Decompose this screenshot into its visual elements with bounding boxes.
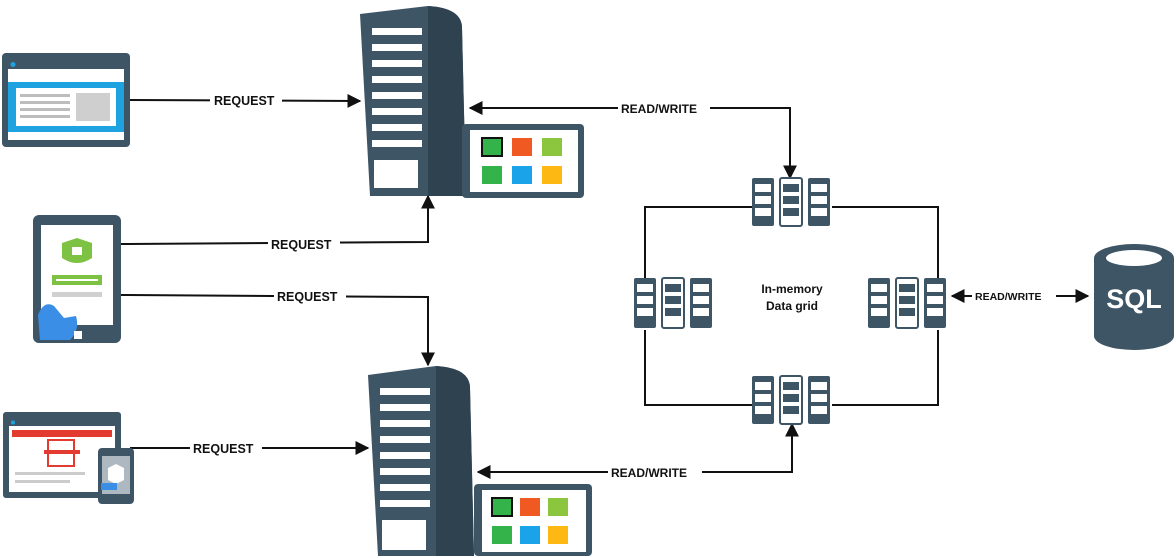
readwrite-label-sql: READ/WRITE xyxy=(975,291,1042,303)
request-label-desktop: REQUEST xyxy=(214,94,275,108)
app-tiles-bottom-icon xyxy=(474,484,592,556)
labels: REQUEST REQUEST REQUEST REQUEST READ/WRI… xyxy=(190,91,1056,481)
tablet-icon xyxy=(33,215,121,343)
grid-title-line1: In-memory xyxy=(761,282,823,296)
server-bottom-icon xyxy=(368,366,474,556)
request-label-web: REQUEST xyxy=(193,442,254,456)
tablet-request-top-arrow xyxy=(119,194,435,245)
grid-node-top xyxy=(752,177,830,227)
sql-label: SQL xyxy=(1106,284,1162,314)
readwrite-label-top: READ/WRITE xyxy=(621,102,697,116)
grid-node-bottom xyxy=(752,375,830,425)
readwrite-label-bottom: READ/WRITE xyxy=(611,466,687,480)
request-label-tablet-top: REQUEST xyxy=(271,238,332,252)
data-grid-ring xyxy=(644,206,939,406)
tablet-request-bottom-arrow xyxy=(119,294,435,367)
request-label-tablet-bottom: REQUEST xyxy=(277,290,338,304)
server-top-icon xyxy=(360,6,466,196)
desktop-browser-icon xyxy=(2,53,130,147)
grid-title-line2: Data grid xyxy=(766,299,818,313)
grid-node-left xyxy=(634,277,712,329)
grid-node-right xyxy=(868,277,946,329)
web-page-phone-icon xyxy=(3,412,134,504)
readwrite-top-arrow xyxy=(468,101,797,180)
readwrite-bottom-arrow xyxy=(476,422,799,479)
app-tiles-top-icon xyxy=(462,124,584,198)
sql-database-icon: SQL xyxy=(1094,244,1174,350)
